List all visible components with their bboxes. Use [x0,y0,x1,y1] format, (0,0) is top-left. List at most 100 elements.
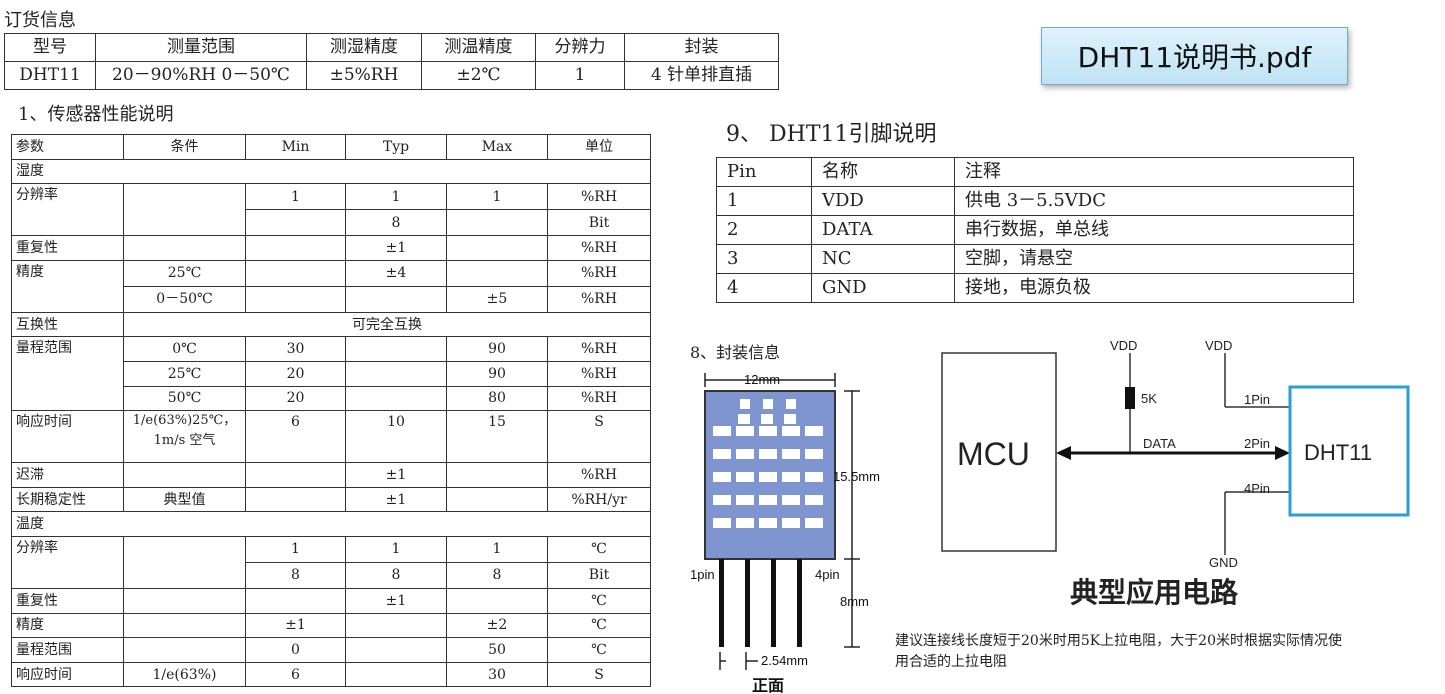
cell: ±2℃ [421,61,536,90]
cell: %RH [547,285,651,313]
cell: ±1 [345,486,447,513]
grille-slot [782,495,800,505]
table-row: 重复性 ±1 ℃ [11,587,651,614]
cell: VDD [811,186,955,216]
cell: 50 [446,637,548,663]
cell [345,385,447,412]
cell [446,259,548,287]
vdd-label: VDD [1110,338,1137,353]
table-row: 3 NC 空脚，请悬空 [716,244,1354,274]
cell: ℃ [547,535,651,563]
resistor [1125,387,1135,409]
cell: ℃ [547,612,651,639]
cell [123,637,246,663]
grille-slot [736,495,754,505]
package-diagram: 12mm 15.5mm 8mm 2.54mm 1pin 4pin 正面 [690,372,880,694]
grille-slot [805,472,823,482]
table-header-row: 参数 条件 Min Typ Max 单位 [11,134,651,160]
grille-slot [784,414,796,424]
arrow-right-icon [1275,446,1290,460]
table-row: 温度 [11,511,651,537]
cell: 1 [345,535,447,563]
cell: 50℃ [123,385,246,412]
section-temperature: 温度 [11,511,651,537]
grille-slot [759,449,777,459]
cell: 可完全互换 [123,311,651,338]
cell: NC [811,244,955,274]
table-header-row: 型号 测量范围 测湿精度 测温精度 分辨力 封装 [4,33,779,62]
circuit-diagram: MCU DHT11 VDD VDD 5K DATA 1Pin 2Pin 4Pin… [941,338,1410,608]
cell: DHT11 [4,61,96,90]
cell: %RH [547,235,651,261]
cell: %RH [547,336,651,362]
table-row: 50℃ 20 80 %RH [12,385,651,412]
cell: 8 [446,561,548,589]
table-row: DHT11 20－90%RH 0－50℃ ±5%RH ±2℃ 1 4 针单排直插 [4,61,779,90]
cell: ±1 [345,462,447,488]
cell [123,587,246,614]
cell: 精度 [11,259,124,313]
dim-pitch: 2.54mm [761,653,808,668]
table-row: 长期稳定性 典型值 ±1 %RH/yr [11,486,651,513]
table-row: 响应时间 1/e(63%) 6 30 S [11,661,651,688]
grille-slot [805,426,823,436]
cell: 1 [535,61,625,90]
header-cell: 型号 [4,33,96,62]
pin2-label: 2Pin [1244,436,1270,451]
dim-height: 15.5mm [833,469,880,484]
note-line: 建议连接线长度短于20米时用5K上拉电阻，大于20米时根据实际情况使 [895,633,1342,649]
cell: 20－90%RH 0－50℃ [95,61,307,90]
cell: 25℃ [123,360,246,387]
cell [123,612,246,639]
arrow-left-icon [1056,446,1071,460]
pin4-label: 4Pin [1244,481,1270,496]
dim-pin-length: 8mm [840,594,869,609]
grille-slot [782,449,800,459]
cell [245,285,346,313]
order-table: 型号 测量范围 测湿精度 测温精度 分辨力 封装 DHT11 20－90%RH … [4,33,779,90]
header-cell: Min [245,134,346,160]
resp-cond-line: 1m/s 空气 [153,433,216,449]
cell: 1 [446,183,548,211]
grille-slot [713,472,731,482]
cell: 精度 [11,612,124,639]
cell [345,360,447,387]
resp-cond-line: 1/e(63%)25℃， [132,413,237,429]
cell [446,486,548,513]
header-cell: 封装 [624,33,779,62]
pin4-label: 4pin [815,567,840,582]
grille-slot [786,399,796,409]
cell [123,535,246,589]
cell [345,285,447,313]
cell: 分辨率 [11,183,124,237]
cell: S [547,661,651,688]
cell: 1 [716,186,812,216]
cell: 响应时间 [11,661,124,688]
section-humidity: 湿度 [11,158,651,185]
cell [245,486,346,513]
grille-slot [782,472,800,482]
grille-slot [805,518,823,528]
grille-slot [736,426,754,436]
table-row: 8 Bit [12,209,651,237]
sensor-grille [713,399,823,528]
mcu-label: MCU [957,436,1030,472]
cell: Bit [547,209,651,237]
package-title: 8、封装信息 [690,343,781,362]
cell: 20 [245,385,346,412]
sensor-pin [797,559,802,647]
cell: ±1 [345,235,447,261]
cell: 量程范围 [11,637,124,663]
cell: 0℃ [123,336,246,362]
grille-slot [713,518,731,528]
dht11-label: DHT11 [1304,440,1372,465]
cell: 1 [245,535,346,563]
dht11-block [1288,385,1410,517]
cell: DATA [811,215,955,245]
table-row: 分辨率 1 1 1 %RH [11,183,651,237]
data-label: DATA [1143,436,1176,451]
order-title: 订货信息 [4,10,76,31]
view-label: 正面 [752,677,784,694]
table-row: 量程范围 0℃ 30 90 %RH [11,336,651,412]
cell: 6 [245,661,346,688]
